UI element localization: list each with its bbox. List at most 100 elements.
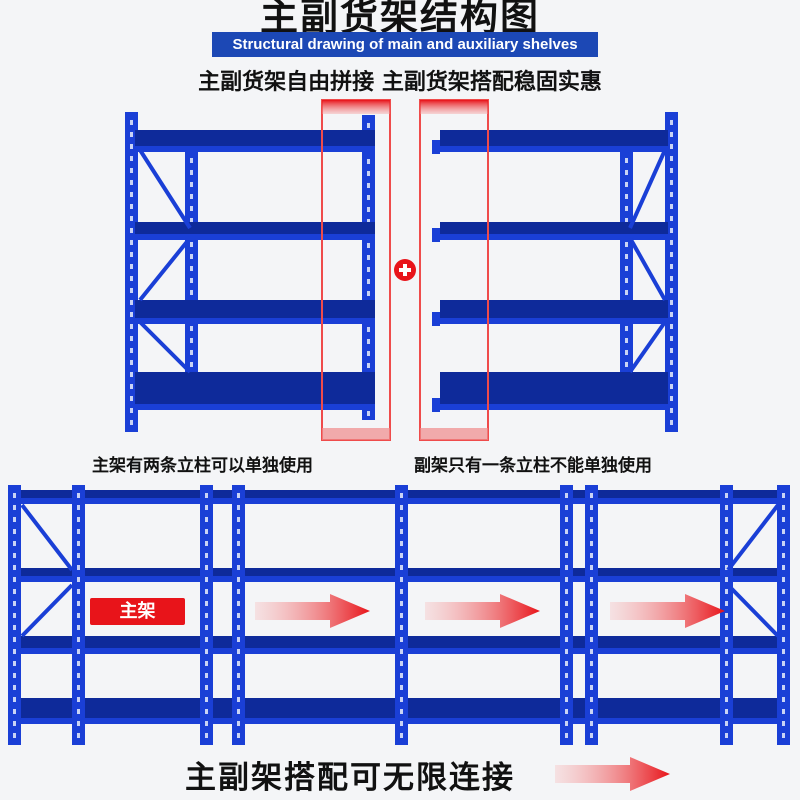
plus-icon <box>394 259 416 281</box>
post-hole <box>782 721 785 726</box>
auxiliary-shelf-caption: 副架只有一条立柱不能单独使用 <box>414 456 652 476</box>
post-hole <box>670 384 673 389</box>
post-hole <box>367 183 370 188</box>
post-hole <box>400 541 403 546</box>
post-hole <box>77 625 80 630</box>
post-hole <box>670 180 673 185</box>
upright-post <box>185 150 198 405</box>
beam-hook <box>432 228 440 242</box>
post-hole <box>400 697 403 702</box>
post-hole <box>590 565 593 570</box>
post-hole <box>782 565 785 570</box>
post-hole <box>400 649 403 654</box>
post-hole <box>237 637 240 642</box>
shelf-beam <box>135 404 375 410</box>
post-hole <box>400 517 403 522</box>
shelf-deck <box>440 130 668 150</box>
beam-hook <box>432 140 440 154</box>
post-hole <box>400 589 403 594</box>
post-hole <box>237 553 240 558</box>
post-hole <box>565 541 568 546</box>
post-hole <box>205 625 208 630</box>
post-hole <box>130 312 133 317</box>
post-hole <box>400 565 403 570</box>
post-hole <box>13 709 16 714</box>
post-hole <box>190 254 193 259</box>
cross-brace <box>628 320 667 374</box>
post-hole <box>782 541 785 546</box>
post-hole <box>13 697 16 702</box>
post-hole <box>590 625 593 630</box>
shelf-beam <box>135 234 375 240</box>
post-hole <box>130 324 133 329</box>
post-hole <box>367 351 370 356</box>
post-hole <box>13 553 16 558</box>
post-hole <box>190 350 193 355</box>
post-hole <box>190 278 193 283</box>
post-hole <box>13 565 16 570</box>
post-hole <box>400 661 403 666</box>
cross-brace <box>20 583 74 638</box>
post-hole <box>590 637 593 642</box>
post-hole <box>237 661 240 666</box>
post-hole <box>190 218 193 223</box>
post-hole <box>205 541 208 546</box>
post-hole <box>782 589 785 594</box>
post-hole <box>782 661 785 666</box>
post-hole <box>237 529 240 534</box>
post-hole <box>205 577 208 582</box>
post-hole <box>590 721 593 726</box>
post-hole <box>565 517 568 522</box>
post-hole <box>670 420 673 425</box>
post-hole <box>367 243 370 248</box>
post-hole <box>237 541 240 546</box>
post-hole <box>367 255 370 260</box>
post-hole <box>130 276 133 281</box>
post-hole <box>367 291 370 296</box>
english-subtitle-banner: Structural drawing of main and auxiliary… <box>212 32 598 57</box>
post-hole <box>590 589 593 594</box>
post-hole <box>237 685 240 690</box>
post-hole <box>367 411 370 416</box>
post-hole <box>367 159 370 164</box>
post-hole <box>400 601 403 606</box>
arrow-right-icon <box>610 594 725 628</box>
post-hole <box>565 613 568 618</box>
post-hole <box>725 697 728 702</box>
post-hole <box>237 565 240 570</box>
cross-brace <box>20 503 74 572</box>
post-hole <box>13 637 16 642</box>
post-hole <box>782 637 785 642</box>
main-shelf-unit <box>125 112 375 432</box>
post-hole <box>77 541 80 546</box>
post-hole <box>590 577 593 582</box>
post-hole <box>205 733 208 738</box>
post-hole <box>400 505 403 510</box>
post-hole <box>670 408 673 413</box>
post-hole <box>590 517 593 522</box>
post-hole <box>400 685 403 690</box>
post-hole <box>590 685 593 690</box>
post-hole <box>205 685 208 690</box>
post-hole <box>725 649 728 654</box>
post-hole <box>237 589 240 594</box>
post-hole <box>565 733 568 738</box>
post-hole <box>367 219 370 224</box>
post-hole <box>13 493 16 498</box>
post-hole <box>77 517 80 522</box>
post-hole <box>367 123 370 128</box>
post-hole <box>725 685 728 690</box>
post-hole <box>237 721 240 726</box>
post-hole <box>782 517 785 522</box>
post-hole <box>725 601 728 606</box>
shelf-deck <box>135 130 375 150</box>
post-hole <box>237 577 240 582</box>
post-hole <box>625 254 628 259</box>
post-hole <box>205 553 208 558</box>
post-hole <box>190 326 193 331</box>
shelf-beam <box>440 318 668 324</box>
post-hole <box>625 350 628 355</box>
post-hole <box>725 721 728 726</box>
post-hole <box>237 517 240 522</box>
post-hole <box>782 553 785 558</box>
